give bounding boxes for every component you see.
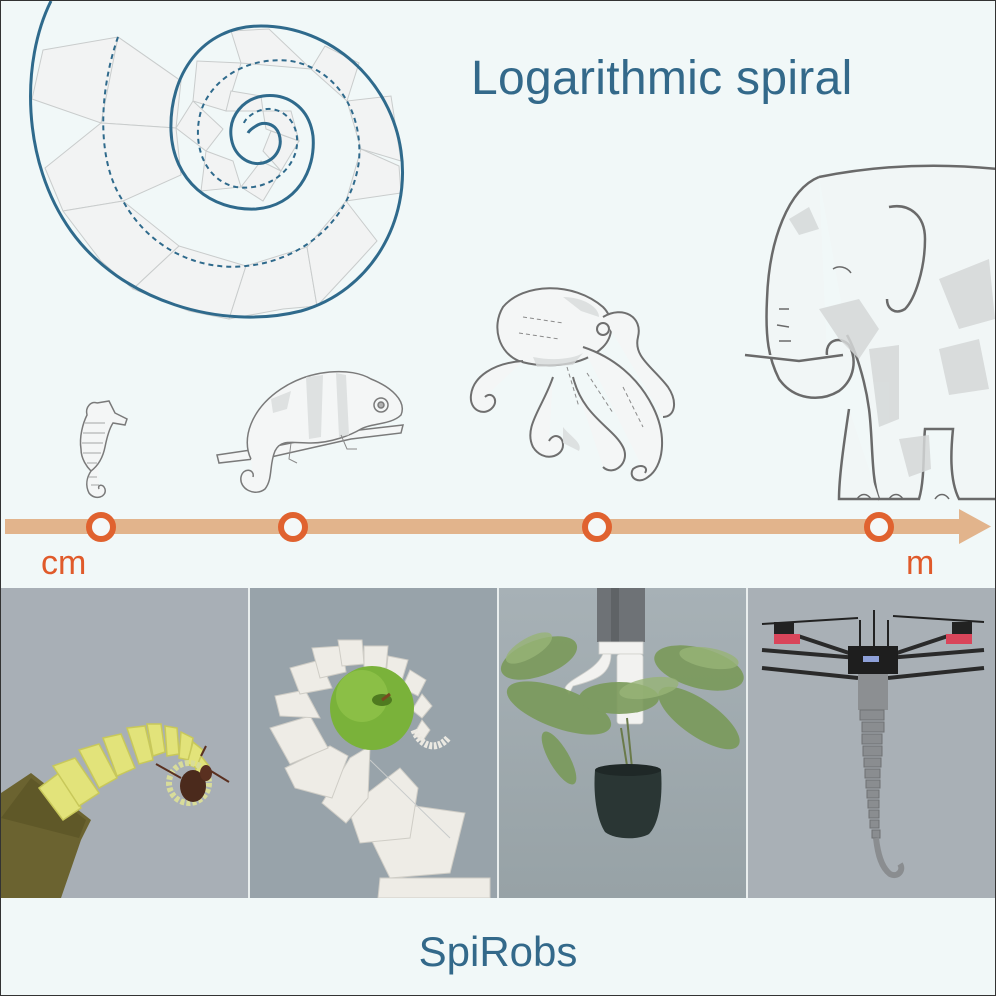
apple-gripper-photo-icon — [249, 588, 497, 898]
unit-label-max: m — [906, 544, 935, 582]
spirobs-title: SpiRobs — [418, 927, 578, 975]
plant-gripper-photo — [499, 588, 746, 898]
elephant-illustration-icon — [744, 164, 995, 501]
apple-gripper-photo — [249, 588, 497, 898]
insect-gripper-photo — [1, 588, 248, 898]
unit-label-min: cm — [41, 544, 87, 582]
insect-gripper-photo-icon — [1, 588, 248, 898]
logarithmic-spiral-icon — [29, 1, 404, 320]
size-scale-arrow-icon — [5, 509, 991, 544]
spiral-and-scale-panel: Logarithmic spiral — [1, 1, 995, 587]
drone-gripper-photo — [747, 588, 995, 898]
octopus-illustration-icon — [469, 287, 675, 482]
scale-marker-chameleon — [278, 512, 308, 542]
seahorse-illustration-icon — [79, 400, 128, 499]
scale-marker-elephant — [864, 512, 894, 542]
plant-gripper-photo-icon — [499, 588, 746, 898]
drone-gripper-photo-icon — [747, 588, 995, 898]
chameleon-illustration-icon — [216, 370, 404, 493]
spiral-title: Logarithmic spiral — [471, 52, 853, 105]
robot-photo-strip — [1, 588, 995, 898]
scale-marker-seahorse — [86, 512, 116, 542]
footer: SpiRobs — [1, 898, 995, 995]
scale-marker-octopus — [582, 512, 612, 542]
